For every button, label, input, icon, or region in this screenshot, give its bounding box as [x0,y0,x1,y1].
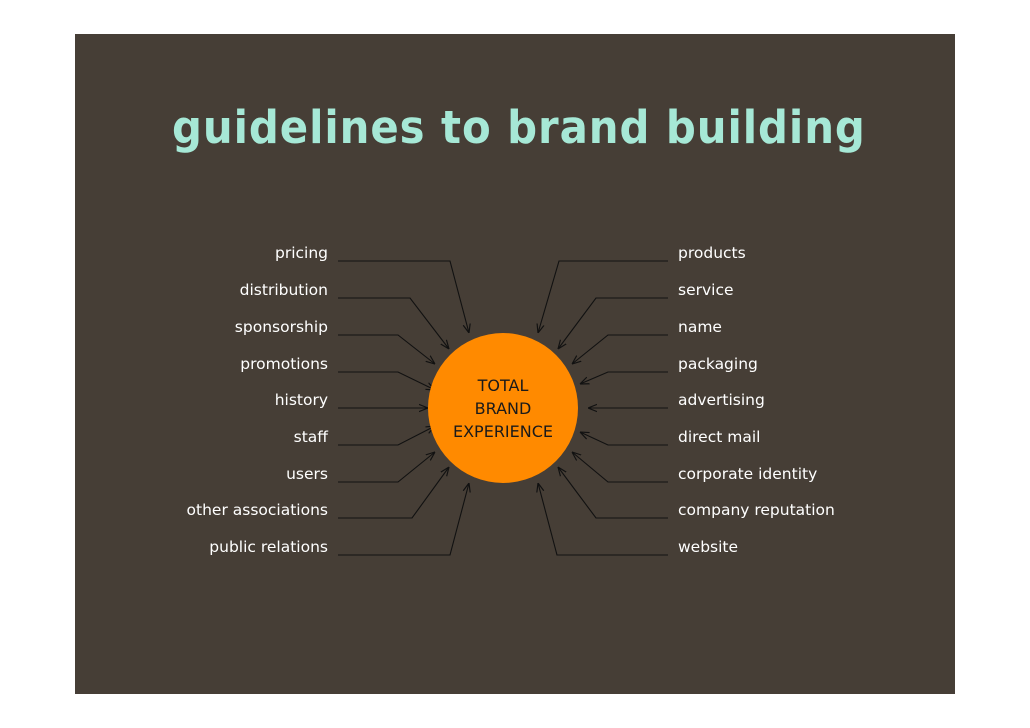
factor-distribution: distribution [239,281,328,299]
factor-users: users [286,465,328,483]
factor-service: service [678,281,734,299]
connector-corporate-identity [572,452,668,483]
connector-distribution [338,297,449,349]
factor-sponsorship: sponsorship [234,318,328,336]
factor-other-associations: other associations [186,501,328,519]
connector-other-associations [338,467,449,519]
connector-pricing [338,260,469,333]
connector-sponsorship [338,334,435,364]
center-label: TOTAL BRAND EXPERIENCE [440,374,566,443]
factor-company-reputation: company reputation [678,501,835,519]
center-circle [428,333,578,483]
factor-advertising: advertising [678,391,765,409]
connector-public-relations [338,483,469,556]
factor-promotions: promotions [240,355,328,373]
factor-website: website [678,538,739,556]
center-line-brand: BRAND [474,399,532,418]
factor-packaging: packaging [678,355,758,373]
connector-staff [338,426,435,446]
factor-history: history [274,391,328,409]
page-title: guidelines to brand building [172,101,866,154]
connector-users [338,452,435,483]
factor-products: products [678,244,746,262]
factor-pricing: pricing [274,244,328,262]
factor-direct-mail: direct mail [678,428,761,446]
connector-website [538,483,668,556]
factor-staff: staff [293,428,328,446]
connector-promotions [338,371,435,390]
connector-name [572,334,668,364]
connector-company-reputation [558,467,668,519]
factor-name: name [678,318,722,336]
connector-lines [338,260,668,556]
connector-packaging [580,371,668,384]
connector-products [538,260,668,333]
center-line-total: TOTAL [477,376,529,395]
factor-corporate-identity: corporate identity [678,465,818,483]
factor-public-relations: public relations [209,538,328,556]
connector-direct-mail [580,432,668,446]
center-line-experience: EXPERIENCE [452,422,554,441]
connector-service [558,297,668,349]
